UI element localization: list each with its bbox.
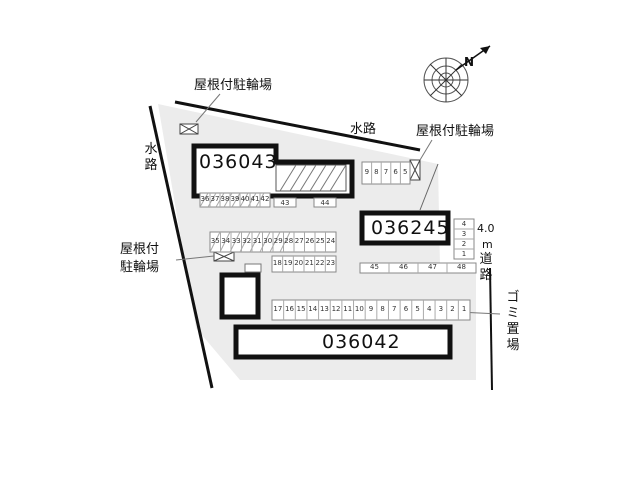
parking-slot-row_45_48-45: 45: [370, 263, 379, 271]
parking-44: [313, 197, 337, 208]
parking-slot-top_row-7: 7: [383, 168, 389, 176]
parking-slot-right_col-3: 3: [461, 230, 467, 238]
parking-slot-bottom_row-14: 14: [308, 305, 318, 313]
parking-slot-mid_row-42: 42: [260, 195, 270, 203]
parking-slot-row_18_23-20: 20: [294, 259, 304, 267]
parking-slot-bottom_row-15: 15: [296, 305, 306, 313]
parking-slot-mid_row-37: 37: [210, 195, 220, 203]
parking-slot-top_row-9: 9: [364, 168, 370, 176]
road-width-label: 4.0: [477, 222, 495, 235]
parking-slot-row_18_23-22: 22: [315, 259, 325, 267]
parking-slot-mid_row-41: 41: [250, 195, 260, 203]
building-id-036042: 036042: [322, 331, 401, 353]
bike-shelter-icon: [213, 251, 235, 262]
parking-slot-mid_row-40: 40: [240, 195, 250, 203]
garbage-label: ゴミ置場: [506, 290, 520, 353]
parking-slot-row_18_23-18: 18: [272, 259, 282, 267]
parking-slot-bottom_row-12: 12: [331, 305, 341, 313]
parking-top-row: [361, 161, 411, 185]
compass-icon: [423, 45, 491, 103]
parking-slot-row_35_24-29: 29: [273, 237, 283, 245]
boundary-diag: [419, 163, 439, 211]
parking-slot-bottom_row-11: 11: [343, 305, 353, 313]
parking-slot-row_35_24-26: 26: [305, 237, 315, 245]
parking-slot-bottom_row-9: 9: [368, 305, 374, 313]
parking-slot-bottom_row-3: 3: [438, 305, 444, 313]
parking-slot-right_col-1: 1: [461, 250, 467, 258]
building-036245: [359, 210, 451, 246]
parking-slot-top_row-8: 8: [374, 168, 379, 176]
parking-slot-row_35_24-34: 34: [221, 237, 231, 245]
building-id-036043: 036043: [199, 151, 278, 173]
waterway-label-top: 水路: [350, 122, 377, 137]
parking-slot-right_col-4: 4: [461, 220, 467, 228]
parking-slot-bottom_row-6: 6: [403, 305, 409, 313]
parking-slot-row_45_48-48: 48: [457, 263, 466, 271]
parking-slot-row_18_23-23: 23: [326, 259, 336, 267]
parking-slot-bottom_row-16: 16: [285, 305, 294, 313]
boundary-right: [489, 267, 493, 391]
parking-slot-bottom_row-10: 10: [354, 305, 364, 313]
waterway-label-left: 水路: [144, 142, 158, 173]
bike-shelter-label-left-1: 屋根付: [120, 242, 160, 257]
parking-slot-bottom_row-17: 17: [273, 305, 283, 313]
compass-north-label: N: [464, 55, 475, 69]
parking-slot-bottom_row-5: 5: [415, 305, 420, 313]
parking-slot-bottom_row-7: 7: [392, 305, 397, 313]
road-label: 道路: [479, 252, 493, 283]
parking-slot-44: 44: [320, 199, 330, 207]
parking-slot-top_row-5: 5: [402, 168, 408, 176]
parking-slot-row_35_24-32: 32: [242, 237, 252, 245]
parking-43: [273, 197, 297, 208]
bike-shelter-label-left-2: 駐輪場: [120, 260, 160, 275]
parking-slot-bottom_row-1: 1: [461, 305, 467, 313]
parking-slot-bottom_row-2: 2: [450, 305, 455, 313]
bike-shelter-icon: [179, 123, 199, 135]
parking-slot-row_35_24-28: 28: [284, 237, 294, 245]
bike-shelter-label-right: 屋根付駐輪場: [416, 124, 495, 139]
parking-slot-row_35_24-35: 35: [210, 237, 220, 245]
parking-slot-row_45_48-46: 46: [399, 263, 408, 271]
parking-slot-row_45_48-47: 47: [428, 263, 437, 271]
building-036042: [233, 324, 453, 360]
parking-slot-mid_row-39: 39: [230, 195, 240, 203]
building-id-036245: 036245: [371, 217, 450, 239]
parking-bottom-row: [271, 299, 471, 321]
bike-shelter-icon: [409, 159, 421, 181]
small-fixture: [244, 263, 262, 273]
bike-shelter-label-top: 屋根付駐輪場: [194, 78, 273, 93]
parking-slot-right_col-2: 2: [461, 240, 467, 248]
building-small: [219, 272, 261, 320]
parking-slot-row_35_24-30: 30: [263, 237, 273, 245]
parking-slot-row_18_23-21: 21: [304, 259, 314, 267]
parking-slot-bottom_row-13: 13: [319, 305, 329, 313]
boundary-left: [148, 105, 214, 389]
parking-slot-top_row-6: 6: [393, 168, 398, 176]
parking-slot-row_18_23-19: 19: [283, 259, 293, 267]
parking-slot-row_35_24-27: 27: [294, 237, 304, 245]
parking-slot-bottom_row-8: 8: [380, 305, 385, 313]
building-036043: [191, 143, 355, 199]
parking-slot-row_35_24-31: 31: [252, 237, 262, 245]
parking-slot-row_35_24-33: 33: [231, 237, 241, 245]
boundary-top: [174, 100, 421, 152]
parking-slot-bottom_row-4: 4: [426, 305, 432, 313]
parking-slot-row_35_24-25: 25: [315, 237, 325, 245]
parking-slot-row_35_24-24: 24: [326, 237, 336, 245]
parking-slot-mid_row-36: 36: [200, 195, 210, 203]
parking-slot-43: 43: [280, 199, 290, 207]
road-unit-label: m: [482, 238, 493, 251]
parking-slot-mid_row-38: 38: [220, 195, 230, 203]
